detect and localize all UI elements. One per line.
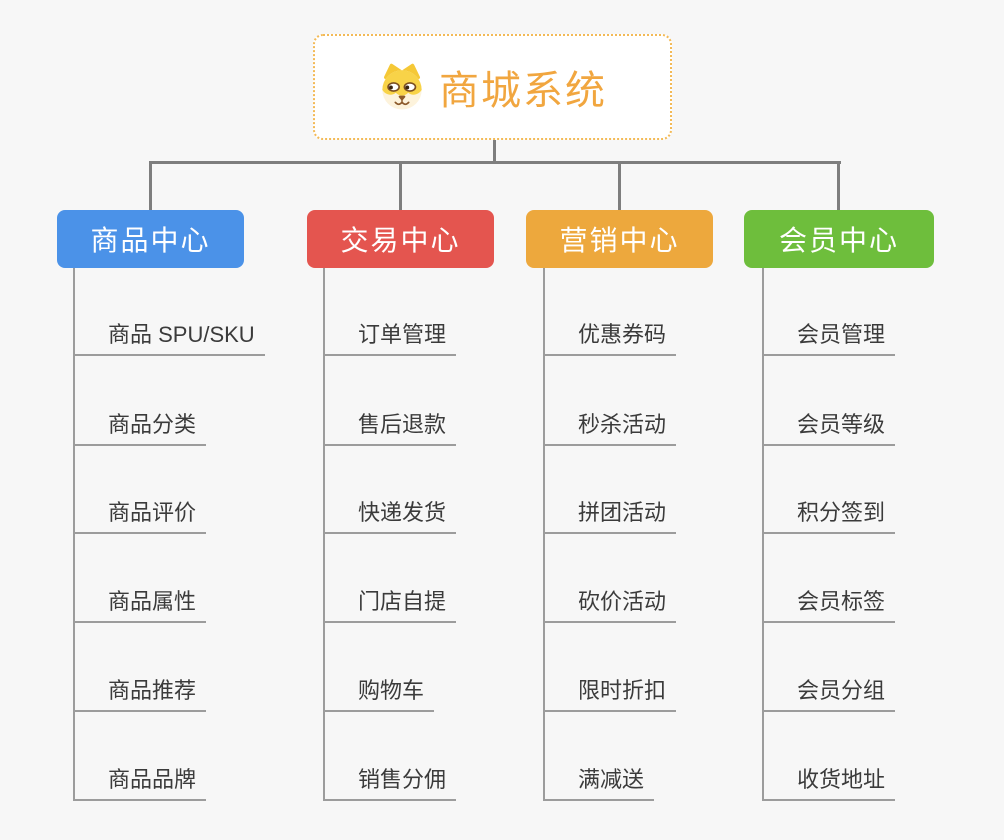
root-title: 商城系统 (439, 69, 607, 113)
leaf-item[interactable]: 商品品牌 (75, 769, 207, 801)
leaf-item[interactable]: 商品推荐 (75, 680, 207, 712)
connector-drop-marketing (618, 161, 621, 211)
connector-root-drop (493, 140, 496, 163)
leaf-item[interactable]: 门店自提 (325, 591, 457, 623)
leaf-item[interactable]: 购物车 (325, 680, 435, 712)
leaf-item[interactable]: 商品评价 (75, 502, 207, 534)
leaf-item[interactable]: 收货地址 (764, 769, 896, 801)
leaf-item[interactable]: 砍价活动 (545, 591, 677, 623)
dog-face-icon (378, 63, 426, 111)
leaf-item[interactable]: 商品 SPU/SKU (75, 324, 265, 356)
leaf-item[interactable]: 售后退款 (325, 414, 457, 446)
category-member-center[interactable]: 会员中心 (744, 210, 934, 268)
category-label: 交易中心 (340, 225, 461, 256)
category-trade-center[interactable]: 交易中心 (307, 210, 494, 268)
leaf-item[interactable]: 会员等级 (764, 414, 896, 446)
category-marketing-center[interactable]: 营销中心 (526, 210, 713, 268)
leaf-item[interactable]: 限时折扣 (545, 680, 677, 712)
branch-product-center: 商品 SPU/SKU 商品分类 商品评价 商品属性 商品推荐 商品品牌 (73, 268, 265, 801)
leaf-item[interactable]: 会员标签 (764, 591, 896, 623)
leaf-item[interactable]: 销售分佣 (325, 769, 457, 801)
category-label: 会员中心 (778, 225, 899, 256)
leaf-item[interactable]: 秒杀活动 (545, 414, 677, 446)
connector-drop-product (149, 161, 152, 211)
branch-member-center: 会员管理 会员等级 积分签到 会员标签 会员分组 收货地址 (762, 268, 896, 801)
leaf-item[interactable]: 会员分组 (764, 680, 896, 712)
leaf-item[interactable]: 商品属性 (75, 591, 207, 623)
category-label: 营销中心 (559, 225, 680, 256)
leaf-item[interactable]: 商品分类 (75, 414, 207, 446)
leaf-item[interactable]: 满减送 (545, 769, 655, 801)
root-node[interactable]: 商城系统 (313, 34, 672, 140)
leaf-item[interactable]: 订单管理 (325, 324, 457, 356)
branch-trade-center: 订单管理 售后退款 快递发货 门店自提 购物车 销售分佣 (323, 268, 457, 801)
category-product-center[interactable]: 商品中心 (57, 210, 244, 268)
branch-marketing-center: 优惠券码 秒杀活动 拼团活动 砍价活动 限时折扣 满减送 (543, 268, 677, 801)
leaf-item[interactable]: 会员管理 (764, 324, 896, 356)
leaf-item[interactable]: 拼团活动 (545, 502, 677, 534)
leaf-item[interactable]: 积分签到 (764, 502, 896, 534)
connector-bus (149, 161, 841, 164)
leaf-item[interactable]: 优惠券码 (545, 324, 677, 356)
category-label: 商品中心 (90, 225, 211, 256)
connector-drop-trade (399, 161, 402, 211)
leaf-item[interactable]: 快递发货 (325, 502, 457, 534)
connector-drop-member (837, 161, 840, 211)
